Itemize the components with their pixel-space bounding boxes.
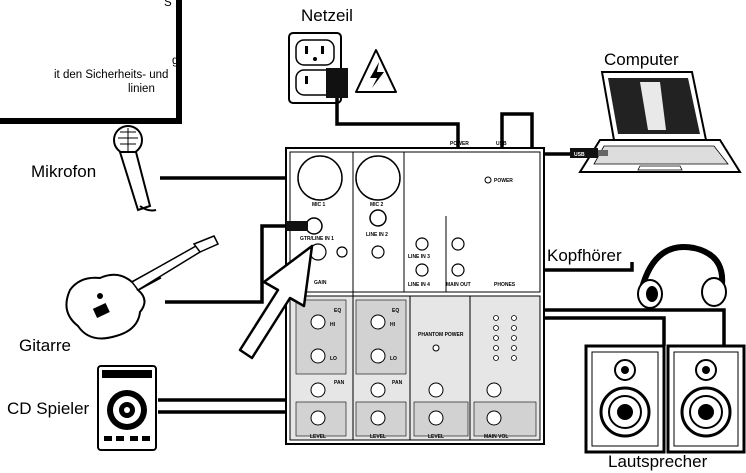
microphone-icon xyxy=(113,125,157,212)
mixer-gtr-line-in1-label: GTR/LINE IN 1 xyxy=(300,236,334,242)
laptop-icon xyxy=(578,71,742,173)
mixer-phantom-power-label: PHANTOM POWER xyxy=(418,332,464,338)
mixer-mic2-label: MIC 2 xyxy=(370,202,384,208)
label-headphones: Kopfhörer xyxy=(547,246,622,265)
high-voltage-icon xyxy=(355,49,397,93)
headphones-icon xyxy=(637,244,727,309)
mixer-gain-label: GAIN xyxy=(314,280,327,286)
mixer-eq-label-1: EQ xyxy=(334,308,341,314)
mixer-pan-label-1: PAN xyxy=(334,380,345,386)
mixer xyxy=(285,147,545,445)
mixer-main-vol-label: MAIN VOL xyxy=(484,434,508,440)
mixer-level-label-3: LEVEL xyxy=(428,434,444,440)
usb-plug-icon: USB xyxy=(570,148,608,158)
label-guitar: Gitarre xyxy=(19,336,71,355)
cd-player-icon xyxy=(97,365,157,451)
label-power-supply: Netzeil xyxy=(301,6,353,25)
mixer-eq-label-2: EQ xyxy=(392,308,399,314)
mixer-hi-label-2: HI xyxy=(390,322,396,328)
mixer-level-label-1: LEVEL xyxy=(310,434,326,440)
mixer-usb-jack-label: USB xyxy=(496,141,507,147)
note-line-3: it den Sicherheits- und xyxy=(54,69,169,81)
mixer-lo-label-1: LO xyxy=(330,356,337,362)
note-line-4: linien xyxy=(128,83,155,95)
speaker-icon-right xyxy=(666,344,746,454)
label-computer: Computer xyxy=(604,50,679,69)
mixer-power-led-label: POWER xyxy=(494,178,513,184)
mixer-hi-label-1: HI xyxy=(330,322,336,328)
note-line-2: g xyxy=(172,55,179,67)
mixer-mic1-label: MIC 1 xyxy=(312,202,326,208)
safety-note: S g it den Sicherheits- und linien xyxy=(0,0,178,120)
mixer-level-label-2: LEVEL xyxy=(370,434,386,440)
svg-text:USB: USB xyxy=(574,152,585,158)
speaker-icon xyxy=(584,344,666,454)
mixer-line-in3-label: LINE IN 3 xyxy=(408,254,430,260)
mixer-pan-label-2: PAN xyxy=(392,380,403,386)
guitar-icon xyxy=(65,235,220,340)
mixer-lo-label-2: LO xyxy=(390,356,397,362)
label-speakers: Lautsprecher xyxy=(608,452,708,471)
label-cd-player: CD Spieler xyxy=(7,399,90,418)
label-microphone: Mikrofon xyxy=(31,162,97,181)
guitar-plug xyxy=(286,221,308,231)
mixer-line-in4-label: LINE IN 4 xyxy=(408,282,430,288)
note-line-1: S xyxy=(164,0,172,9)
mixer-phones-label: PHONES xyxy=(494,282,516,288)
arrow-icon xyxy=(238,244,314,360)
power-adapter xyxy=(326,68,348,98)
mixer-power-jack-label: POWER xyxy=(450,141,469,147)
mixer-main-out-label: MAIN OUT xyxy=(446,282,471,288)
outlet-icon xyxy=(288,32,342,104)
mixer-line-in2-label: LINE IN 2 xyxy=(366,232,388,238)
